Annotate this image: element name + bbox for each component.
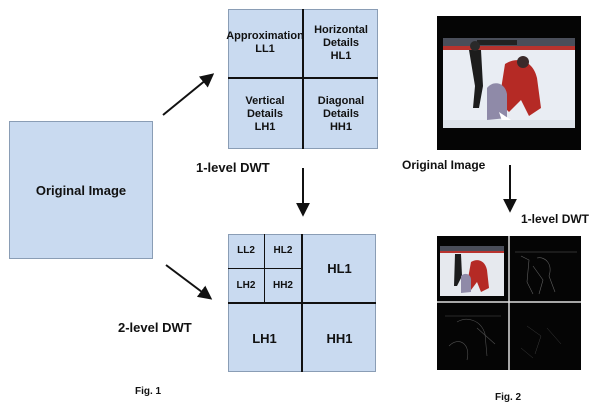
ll1-code: LL1 (255, 43, 275, 55)
level2-hl1-cell: HL1 (327, 260, 352, 276)
level1-lh-cell: Vertical Details LH1 (228, 79, 302, 149)
level1-ll-cell: Approximation LL1 (226, 9, 304, 77)
dwt-vertical-quadrant (445, 315, 501, 361)
dwt-output-image (437, 236, 581, 370)
level2-divider-horizontal (228, 302, 376, 304)
level2-lh1-cell: LH1 (252, 330, 277, 346)
fig2-level1-label: 1-level DWT (521, 212, 590, 226)
lh1-subtitle: Details (246, 107, 284, 120)
fig2-original-label: Original Image (402, 158, 486, 172)
level2-sub-divider-horizontal (228, 268, 301, 269)
arrow-original-to-level1 (162, 73, 215, 116)
hh1-subtitle: Details (322, 107, 360, 120)
hl1-subtitle: Details (322, 36, 360, 49)
level1-divider-horizontal (228, 77, 378, 79)
hh2-cell: HH2 (272, 279, 293, 291)
fig2-dwt-grid (437, 236, 581, 370)
hh1-title: Diagonal (317, 94, 365, 107)
fig2-original-photo (437, 16, 581, 150)
level1-hl-cell: Horizontal Details HL1 (304, 9, 378, 77)
ll1-title: Approximation (226, 30, 304, 42)
dwt-horizontal-quadrant (515, 251, 577, 295)
fig1-caption: Fig. 1 (135, 386, 162, 397)
hh1-code: HH1 (329, 120, 352, 133)
original-image-label: Original Image (35, 182, 127, 198)
ll2-cell: LL2 (237, 245, 255, 256)
lh2-cell: LH2 (236, 279, 256, 291)
level1-hh-cell: Diagonal Details HH1 (304, 79, 378, 149)
hl2-cell: HL2 (273, 245, 293, 256)
level2-hh1-cell: HH1 (326, 330, 353, 346)
dwt-approx-quadrant (440, 246, 504, 296)
fig1-level2-label: 2-level DWT (118, 320, 192, 335)
fig1-level1-label: 1-level DWT (196, 160, 270, 175)
lh1-title: Vertical (245, 94, 285, 107)
lh1-code: LH1 (254, 120, 276, 133)
arrow-original-to-level2 (165, 264, 213, 300)
hl1-code: HL1 (330, 49, 352, 62)
dwt-diagonal-quadrant (520, 325, 562, 359)
level1-divider-vertical (302, 9, 304, 149)
hl1-title: Horizontal (314, 23, 368, 36)
fig2-caption: Fig. 2 (495, 392, 522, 403)
original-image-box (9, 121, 153, 259)
hockey-photo-image (443, 38, 575, 128)
